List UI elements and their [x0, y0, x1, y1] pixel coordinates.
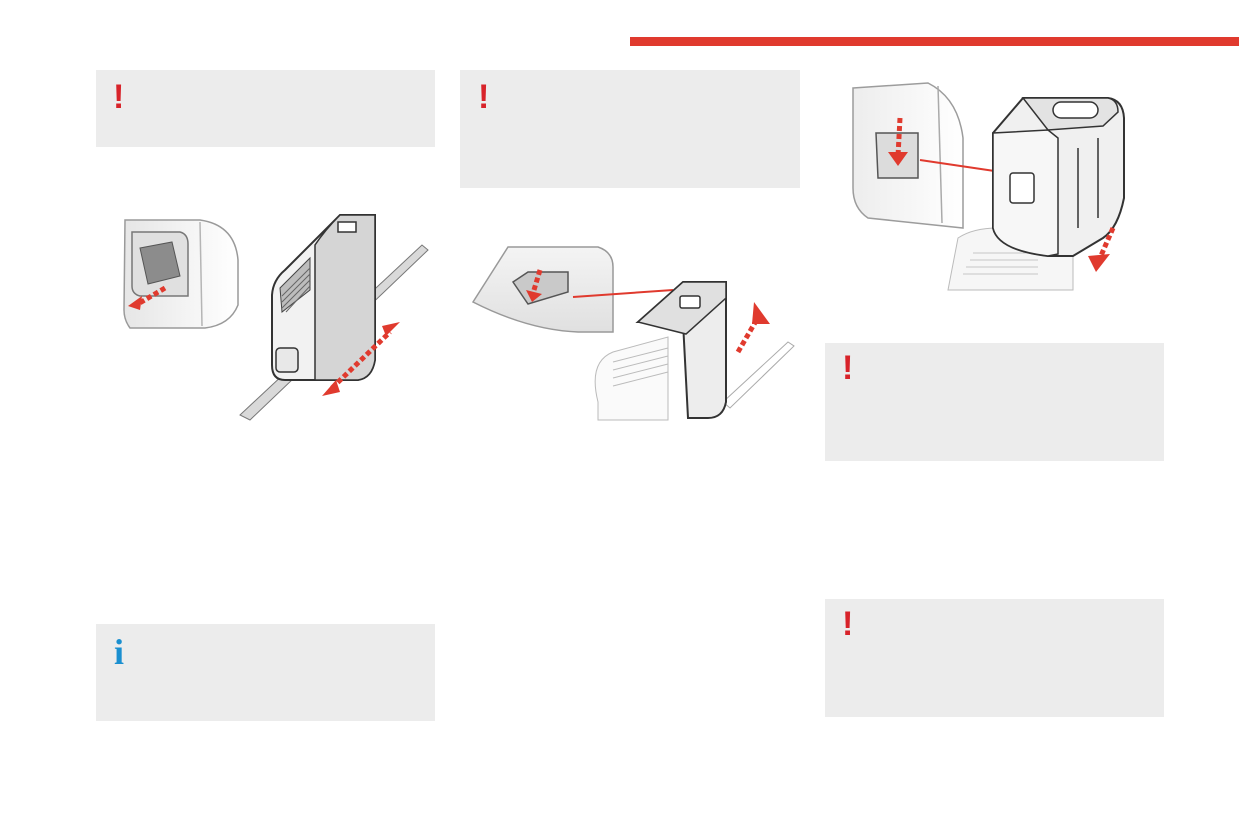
seat-belt-release-icon	[471, 246, 795, 421]
warning-notice-1: !	[96, 70, 435, 147]
info-icon: i	[114, 632, 125, 672]
exclamation-icon: !	[113, 78, 125, 116]
seat-belt-adjuster-icon	[123, 214, 429, 421]
warning-notice-3: !	[825, 343, 1164, 461]
info-notice: i	[96, 624, 435, 721]
header-accent-bar	[630, 37, 1239, 46]
warning-notice-4: !	[825, 599, 1164, 717]
exclamation-icon: !	[478, 78, 490, 116]
seat-belt-stowage-icon	[852, 82, 1125, 291]
exclamation-icon: !	[842, 605, 854, 643]
exclamation-icon: !	[842, 349, 854, 387]
warning-notice-2: !	[460, 70, 800, 188]
